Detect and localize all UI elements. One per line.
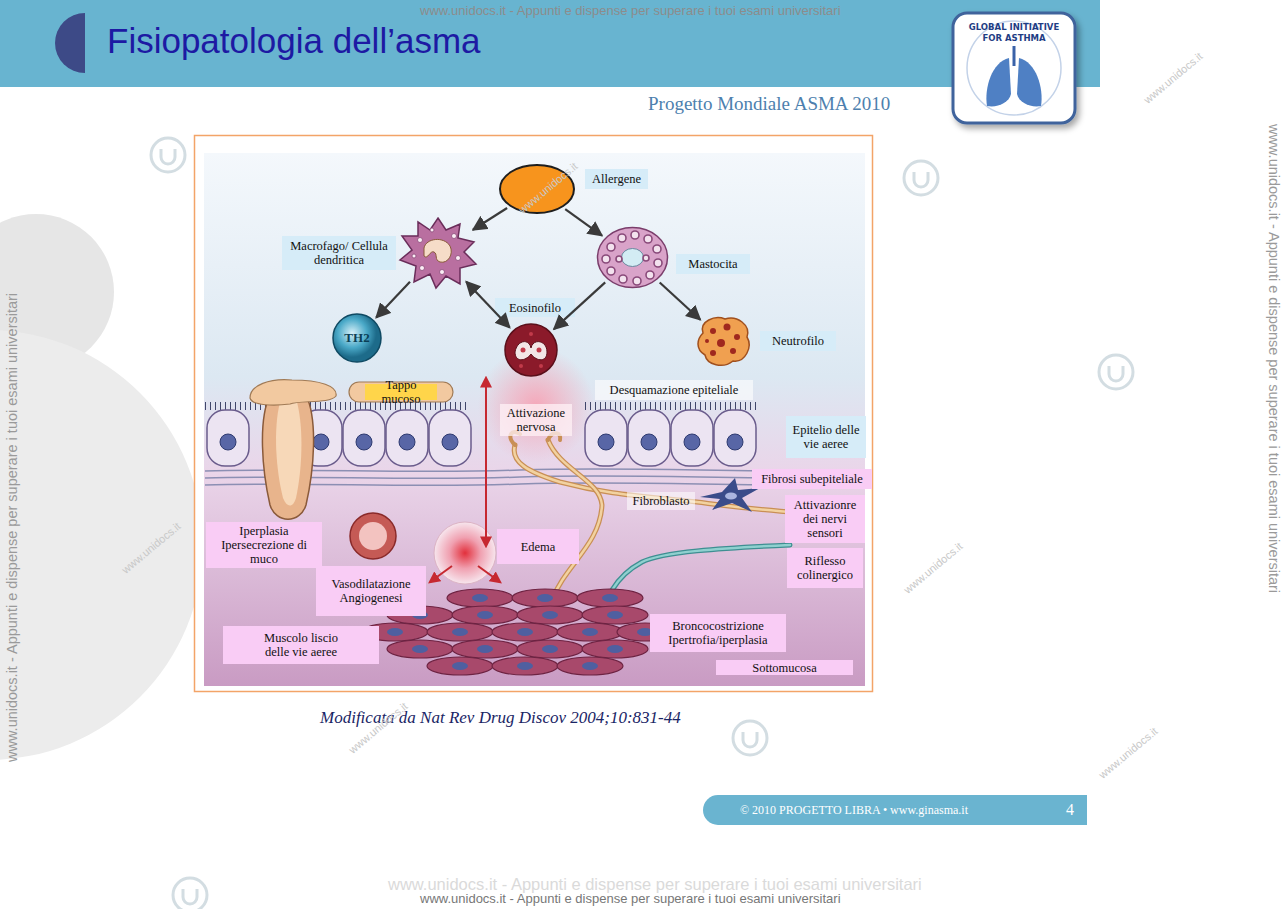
node-label: Epitelio delle vie aeree <box>786 416 866 458</box>
watermark-text: www.unidocs.it <box>515 158 581 217</box>
label-box: Attivazione nervosa <box>500 404 572 436</box>
node-label: Tappo mucoso <box>365 384 437 400</box>
node-label: Broncocostrizione Ipertrofia/iperplasia <box>650 614 786 652</box>
node-label: Allergene <box>585 169 648 189</box>
node-label: TH2 <box>331 312 383 364</box>
node-label: Eosinofilo <box>495 298 575 317</box>
watermark-text: www.unidocs.it - Appunti e dispense per … <box>420 3 841 19</box>
label-box: Edema <box>497 529 579 564</box>
watermark-text: www.unidocs.it <box>1140 48 1206 107</box>
watermark-text: www.unidocs.it - Appunti e dispense per … <box>4 293 20 762</box>
cell-node: TH2 <box>331 312 383 364</box>
arrow-connector <box>466 282 510 328</box>
node-label: Macrofago/ Cellula dendritica <box>282 236 396 270</box>
label-box: Sottomucosa <box>716 660 853 675</box>
node-label: Edema <box>497 529 579 564</box>
cell-node: Macrofago/ Cellula dendritica <box>398 214 478 290</box>
arrow-connector <box>376 282 410 318</box>
node-label: Attivazionre dei nervi sensori <box>785 495 865 543</box>
node-label: Muscolo liscio delle vie aeree <box>251 626 351 664</box>
label-box: Muscolo liscio delle vie aeree <box>223 626 379 664</box>
arrow-connector <box>565 209 602 235</box>
node-label: Desquamazione epiteliale <box>595 380 753 400</box>
footer-text: © 2010 PROGETTO LIBRA • www.ginasma.it <box>740 803 968 818</box>
node-label: Fibroblasto <box>627 492 695 510</box>
mucus-plug: Tappo mucoso <box>348 381 454 403</box>
node-label: Fibrosi subepiteliale <box>752 469 872 489</box>
arrow-connector <box>660 283 701 320</box>
slide-title: Fisiopatologia dell’asma <box>107 21 481 61</box>
label-box: Vasodilatazione Angiogenesi <box>316 566 426 616</box>
label-box: Broncocostrizione Ipertrofia/iperplasia <box>650 614 786 652</box>
node-label: Mastocita <box>676 254 750 274</box>
label-box: Desquamazione epiteliale <box>595 380 753 400</box>
node-label: Vasodilatazione Angiogenesi <box>316 566 426 616</box>
watermark-text: www.unidocs.it - Appunti e dispense per … <box>420 891 841 907</box>
node-label: Riflesso colinergico <box>787 548 863 588</box>
logo-text: GLOBAL INITIATIVE FOR ASTHMA <box>961 22 1067 44</box>
label-box: Attivazionre dei nervi sensori <box>785 495 865 543</box>
project-subtitle: Progetto Mondiale ASMA 2010 <box>648 93 890 115</box>
eosinophil-cell <box>501 322 561 378</box>
label-box: Fibroblasto <box>627 492 695 510</box>
label-box: Fibrosi subepiteliale <box>752 469 872 489</box>
arrow-connector <box>554 282 605 329</box>
mast-cell <box>595 225 670 290</box>
arrow-connector <box>473 208 507 230</box>
cell-node: Eosinofilo <box>501 322 561 378</box>
page-number: 4 <box>1066 801 1074 819</box>
label-box: Riflesso colinergico <box>787 548 863 588</box>
macrophage-cell <box>398 214 478 290</box>
watermark-text: www.unidocs.it - Appunti e dispense per … <box>388 876 922 892</box>
neutrophil-cell <box>693 313 753 368</box>
label-box: Iperplasia Ipersecrezione di muco <box>206 522 322 568</box>
node-label: Iperplasia Ipersecrezione di muco <box>206 522 322 568</box>
watermark-text: www.unidocs.it <box>900 538 966 597</box>
watermark-text: www.unidocs.it <box>345 698 411 757</box>
watermark-text: www.unidocs.it - Appunti e dispense per … <box>1266 124 1282 593</box>
label-box: Epitelio delle vie aeree <box>786 416 866 458</box>
watermark-text: www.unidocs.it <box>118 518 184 577</box>
node-label: Attivazione nervosa <box>500 404 572 436</box>
watermark-text: www.unidocs.it <box>1095 723 1161 782</box>
cell-node: Mastocita <box>595 225 670 290</box>
node-label: Neutrofilo <box>760 331 836 351</box>
cell-node: Neutrofilo <box>693 313 753 368</box>
node-label: Sottomucosa <box>716 660 853 675</box>
